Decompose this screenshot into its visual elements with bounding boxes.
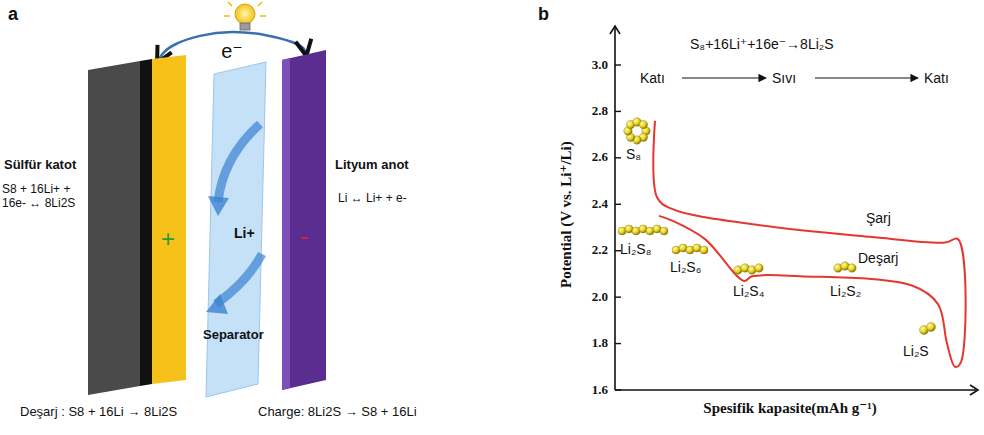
sulfur-atom [625,225,633,233]
reaction-equation: S8 + 16Li+ + 16e- ↔ 8Li2S [2,183,86,211]
edge-label: e⁻ [219,40,245,63]
reaction-equation: Deşarj : S8 + 16Li → 8Li2S [20,405,177,420]
sulfur-atom [618,227,626,235]
tick-label: 3.0 [592,58,608,73]
tick-label: 2.4 [592,197,608,212]
reaction-equation: Li ↔ Li+ + e- [338,192,407,206]
curve-label: Şarj [866,210,891,226]
separator: Li+ Separator [200,62,272,397]
sulfur-atom [653,225,661,233]
tick-label: 2.8 [592,104,608,119]
sulfur-atom [672,246,680,254]
slab-face [282,58,290,390]
phase-arrows [682,77,918,78]
sulfur-atom [693,244,701,252]
polarity-sign: + [161,225,175,253]
tick-mark [615,296,621,297]
tick-label: 1.6 [592,383,608,398]
sulfur-atom [660,227,668,235]
slab-face [282,50,326,390]
charge-discharge-curve [653,121,965,367]
lithium-anode: Lityum anotLi ↔ Li+ + e-- [282,50,330,390]
tick-mark [615,111,621,112]
polarity-sign: - [300,222,308,250]
slab-face [206,62,266,397]
tick-mark [615,157,621,158]
panel-letter: b [538,4,549,25]
sulfur-atom [646,227,654,235]
tick-mark [615,343,621,344]
reaction-equation: Charge: 8Li2S → S8 + 16Li [258,405,417,420]
tick-label: 2.6 [592,150,608,165]
phase-label: Katı [924,70,949,86]
sulfur-atom [755,264,763,272]
slab-face [140,59,152,386]
species-label: Li₂S₆ [670,259,701,275]
tick-mark [615,64,621,65]
light-bulb [224,2,266,30]
species-label: S₈ [626,146,641,162]
sulfur-atom [639,120,647,128]
reaction-equation: S₈+16Li⁺+16e⁻→8Li₂S [690,36,834,52]
slab-face [88,61,140,395]
panel-letter: a [8,4,18,25]
species-label: Li₂S [903,343,929,359]
slab-face [152,55,186,384]
axis-title: Potential (V vs. Li⁺/Li) [557,142,574,289]
part-name: Separator [203,328,264,343]
chart-axes [610,26,978,395]
sulfur-atom [686,246,694,254]
species-label: Li₂S₂ [830,283,861,299]
sulfur-atom [632,227,640,235]
ion-label: Li+ [234,225,255,241]
axis-title: Spesifik kapasite(mAh g⁻¹) [703,400,876,417]
sulfur-atom [639,225,647,233]
ion-flow-arrows [206,124,262,314]
species-label: Li₂S₄ [733,283,764,299]
phase-label: Sıvı [772,70,796,86]
sulfur-atom [679,244,687,252]
sulfur-molecules [618,118,936,335]
curve-label: Deşarj [858,250,898,266]
sulfur-atom [700,246,708,254]
tick-label: 2.2 [592,243,608,258]
tick-mark [615,389,621,390]
sulfur-cathode: Sülfür katotS8 + 16Li+ + 16e- ↔ 8Li2S+ [88,55,188,400]
tick-label: 1.8 [592,336,608,351]
phase-label: Katı [640,70,665,86]
slab-outline [282,50,330,390]
tick-mark [615,204,621,205]
electrode-name: Sülfür katot [4,158,76,173]
tick-label: 2.0 [592,290,608,305]
sulfur-atom [848,264,856,272]
sulfur-atom [927,323,936,332]
species-label: Li₂S₈ [620,241,651,257]
electrode-name: Lityum anot [335,158,409,173]
